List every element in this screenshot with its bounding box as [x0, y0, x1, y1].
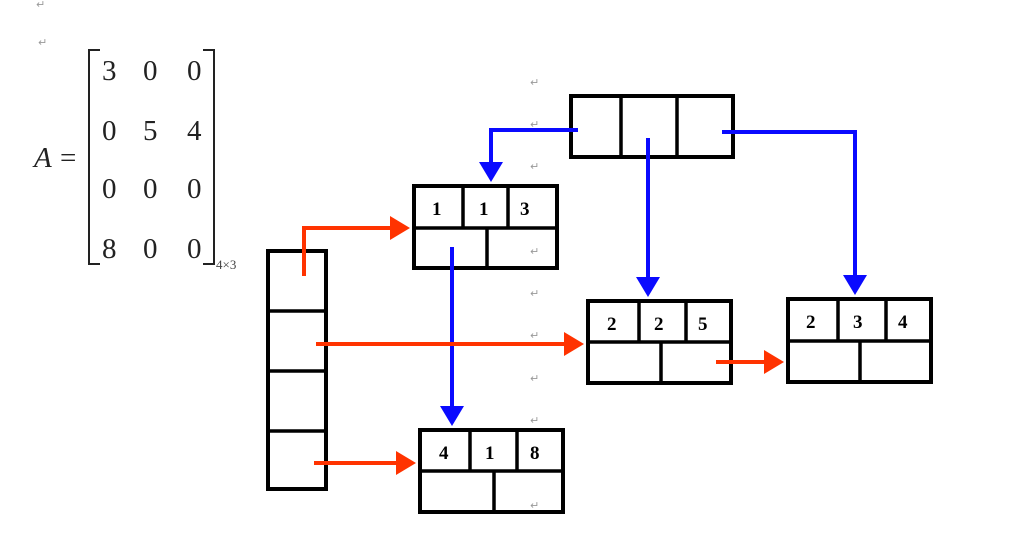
paragraph-marks: ↵ ↵ ↵ ↵ ↵ ↵ ↵ ↵ ↵ ↵ ↵ [36, 0, 539, 512]
node-row: 2 [607, 314, 617, 335]
node-col: 2 [654, 314, 664, 335]
paragraph-mark: ↵ [530, 245, 539, 258]
paragraph-mark: ↵ [38, 36, 47, 49]
node-row: 2 [806, 312, 816, 333]
matrix-cell: 3 [102, 55, 117, 87]
matrix-cell: 8 [102, 233, 117, 265]
paragraph-mark: ↵ [530, 414, 539, 427]
column-head-array [569, 94, 735, 159]
matrix-cell: 5 [143, 115, 158, 147]
column-link-arrow [722, 130, 867, 295]
matrix-cell: 0 [187, 173, 202, 205]
node-1-1-3: 1 1 3 [412, 184, 559, 270]
paragraph-mark: ↵ [530, 372, 539, 385]
paragraph-mark: ↵ [530, 499, 539, 512]
matrix-cell: 0 [102, 173, 117, 205]
paragraph-mark: ↵ [530, 287, 539, 300]
paragraph-mark: ↵ [530, 160, 539, 173]
node-row: 1 [432, 199, 442, 220]
node-value: 5 [698, 314, 708, 335]
node-value: 8 [530, 443, 540, 464]
matrix-cell: 0 [187, 55, 202, 87]
node-value: 4 [898, 312, 908, 333]
row-link-arrow [302, 216, 410, 276]
column-link-arrow [479, 128, 578, 182]
matrix-cell: 0 [143, 173, 158, 205]
matrix-a: A = 3 0 0 0 5 4 0 0 0 8 0 0 4×3 [32, 49, 236, 272]
equals-sign: = [60, 142, 76, 174]
matrix-name: A [32, 142, 52, 174]
matrix-cell: 4 [187, 115, 202, 147]
right-bracket [203, 49, 215, 265]
node-2-2-5: 2 2 5 [586, 299, 733, 385]
matrix-cell: 0 [187, 233, 202, 265]
matrix-dimension: 4×3 [216, 257, 236, 272]
node-col: 3 [853, 312, 863, 333]
node-4-1-8: 4 1 8 [418, 428, 565, 514]
paragraph-mark: ↵ [36, 0, 45, 11]
node-col: 1 [485, 443, 495, 464]
node-2-3-4: 2 3 4 [786, 297, 933, 384]
row-head-array [266, 249, 328, 491]
node-col: 1 [479, 199, 489, 220]
paragraph-mark: ↵ [530, 329, 539, 342]
left-bracket [88, 49, 100, 265]
matrix-cell: 0 [143, 233, 158, 265]
paragraph-mark: ↵ [530, 76, 539, 89]
matrix-cell: 0 [102, 115, 117, 147]
node-value: 3 [520, 199, 530, 220]
matrix-cell: 0 [143, 55, 158, 87]
node-row: 4 [439, 443, 449, 464]
paragraph-mark: ↵ [530, 118, 539, 131]
